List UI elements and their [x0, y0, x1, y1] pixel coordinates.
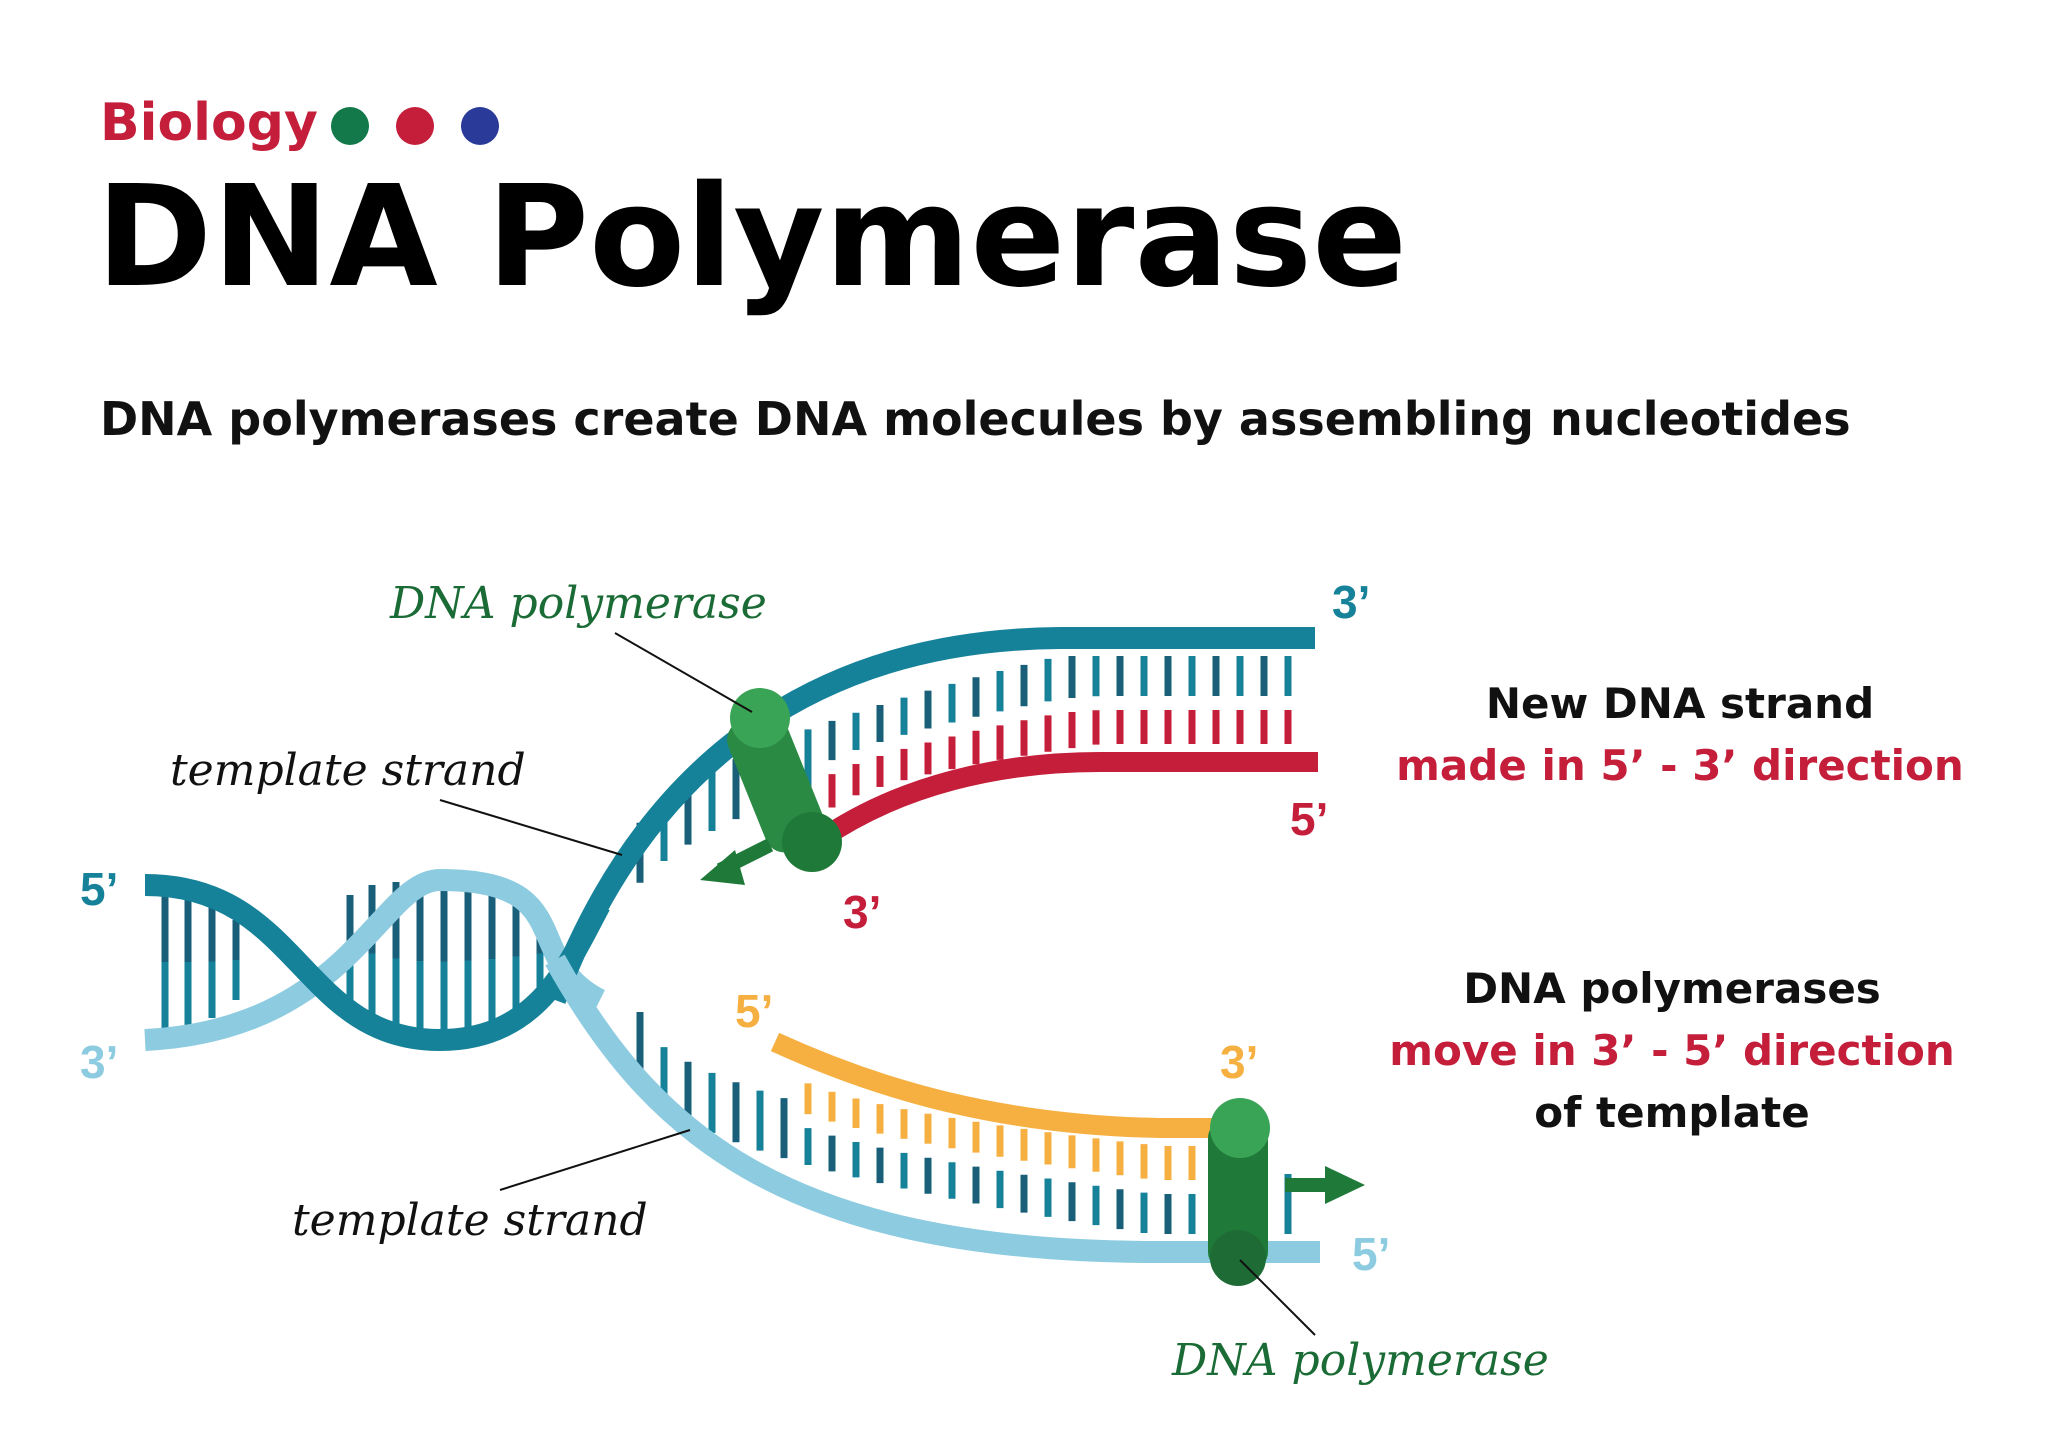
bottom-fork-base-pairs [636, 1012, 1292, 1234]
end-label-helix-left-bottom: 3’ [80, 1036, 118, 1088]
new-red-strand [814, 752, 1318, 849]
pointer-line-template-top [439, 799, 623, 856]
arrow-left-icon [700, 838, 774, 885]
label-dna-polymerase-top: DNA polymerase [389, 578, 767, 629]
helix-light-strand [144, 868, 606, 1051]
page-title: DNA Polymerase [96, 156, 1407, 319]
category-dot-green [331, 107, 369, 145]
end-label-orange-right: 3’ [1220, 1036, 1258, 1088]
pointer-line-template-bottom [499, 1129, 691, 1191]
label-dna-polymerase-bottom: DNA polymerase [1171, 1335, 1549, 1386]
category-dot-blue [461, 107, 499, 145]
end-label-bottom-strand-right: 5’ [1352, 1228, 1390, 1280]
arrow-right-icon [1285, 1166, 1365, 1204]
category-label: Biology [100, 93, 318, 153]
note-bottom-line-1: DNA polymerases [1463, 964, 1881, 1013]
bottom-template-strand [545, 954, 1320, 1263]
note-bottom-line-3: of template [1534, 1088, 1809, 1137]
end-label-top-strand-right: 3’ [1332, 576, 1370, 628]
top-fork-base-pairs [636, 656, 1292, 883]
pointer-line-polymerase-top [614, 632, 753, 713]
end-label-helix-left-top: 5’ [80, 863, 118, 915]
category-dot-red [396, 107, 434, 145]
label-template-strand-top: template strand [170, 745, 526, 796]
top-template-strand [544, 627, 1315, 1004]
polymerase-enzyme-bottom [1208, 1098, 1270, 1286]
label-template-strand-bottom: template strand [292, 1195, 648, 1246]
note-top-line-2: made in 5’ - 3’ direction [1396, 741, 1964, 790]
new-orange-strand [770, 1032, 1240, 1138]
note-top-line-1: New DNA strand [1486, 679, 1874, 728]
end-label-new-strand-right: 5’ [1290, 793, 1328, 845]
end-label-new-strand-left: 3’ [843, 886, 881, 938]
pointer-line-polymerase-bottom [1239, 1259, 1316, 1336]
end-label-orange-left: 5’ [735, 985, 773, 1037]
polymerase-enzyme-top [727, 688, 842, 872]
page-subtitle: DNA polymerases create DNA molecules by … [100, 392, 1851, 446]
note-bottom-line-2: move in 3’ - 5’ direction [1389, 1026, 1954, 1075]
